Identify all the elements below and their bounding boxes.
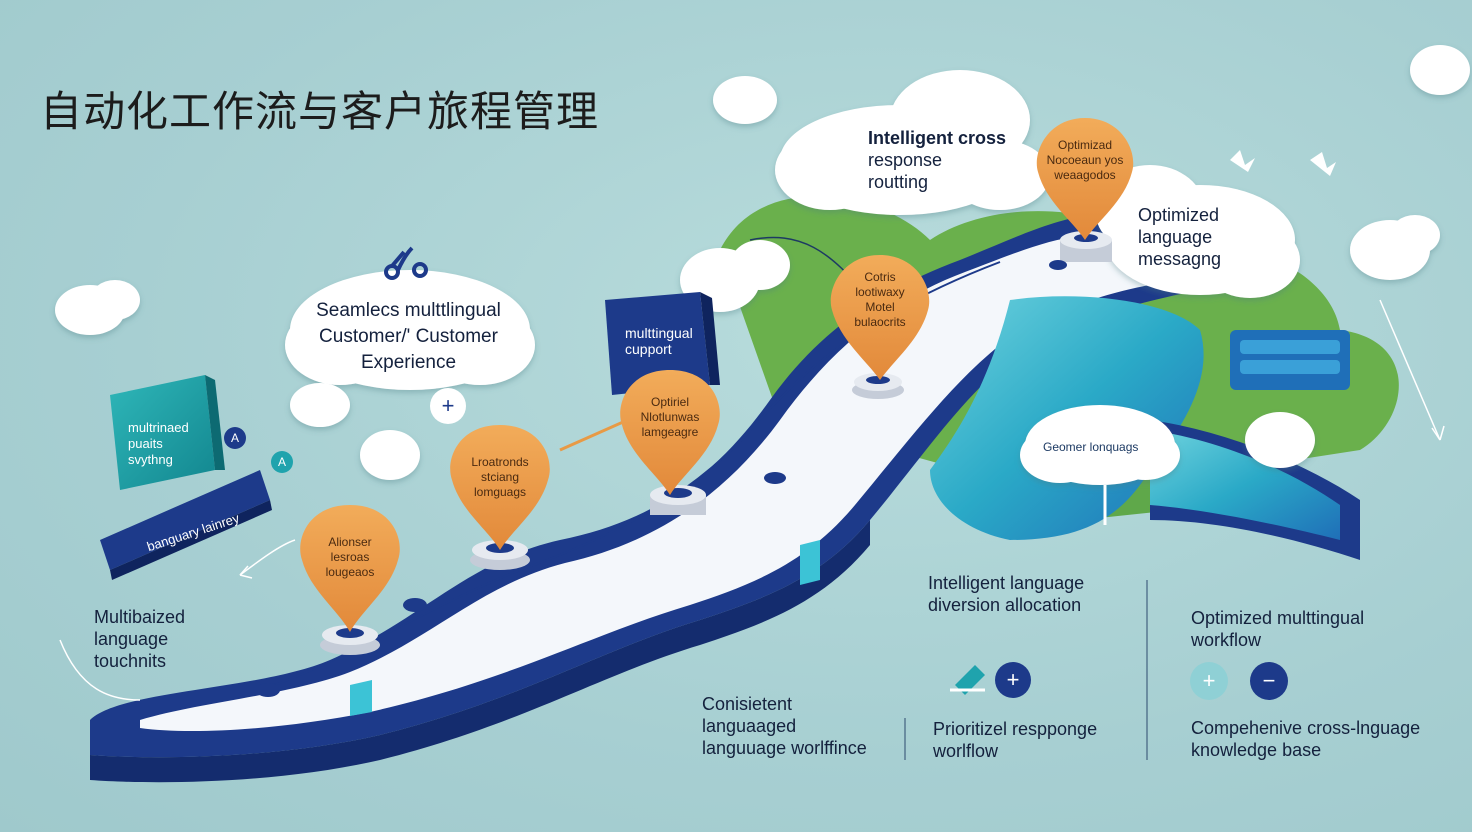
clouds [55,45,1470,485]
label-multilingual-support: multtingual cupport [625,325,693,357]
minus-icon: − [1250,662,1288,700]
cloud-top [713,76,1440,280]
label-seamless: Seamlecs multtlingual Customer/' Custome… [316,300,501,373]
cloud-small-left [55,280,140,335]
bird-icons [1230,150,1336,176]
pins [300,118,1134,632]
cloud-intelligent-routing [775,70,1050,215]
label-prioritized: Prioritizel respponge worlflow [933,719,1098,761]
label-geomer: Geomer lonquags [1043,440,1139,454]
card-badge-a-icon: A [230,431,239,445]
cloud-seamless [285,270,535,390]
plus-icon-2: + [995,662,1031,698]
plus-icon-3: + [1190,662,1228,700]
share-logo-icon [384,246,428,280]
cloud-right-waterfall [1245,412,1315,468]
label-optimized-language: Optimized language messagng [1138,205,1222,269]
multilingual-support-card [605,292,720,395]
label-comprehensive: Compehenive cross-lnguage knowledge base [1191,718,1421,760]
decorative-arrows [59,299,1445,701]
label-multilingual-card: multrinaed puaits svythng [128,420,189,467]
multilingual-card [100,375,293,580]
label-consistent: Conisietent languaaged languuage worlffi… [702,694,867,758]
label-multibaized: Multibaized language touchnits [94,607,186,671]
road-nodes [256,260,1067,697]
label-intelligent-cross: Intelligent cross response routting [868,128,1007,192]
cloud-optimized-language [1095,165,1300,298]
cloud-geomer [1020,405,1180,485]
cloud-small-middle [290,383,420,480]
pin-bases [320,231,1112,655]
label-intelligent-language: Intelligent language diversion allocatio… [928,573,1085,615]
label-optimized-multilingual: Optimized multtingual workflow [1191,608,1365,650]
card-badge-b-icon: A [277,455,286,469]
plus-icon-1: + [430,388,466,424]
page-title: 自动化工作流与客户旅程管理 [40,87,600,136]
edit-icon [950,665,985,695]
